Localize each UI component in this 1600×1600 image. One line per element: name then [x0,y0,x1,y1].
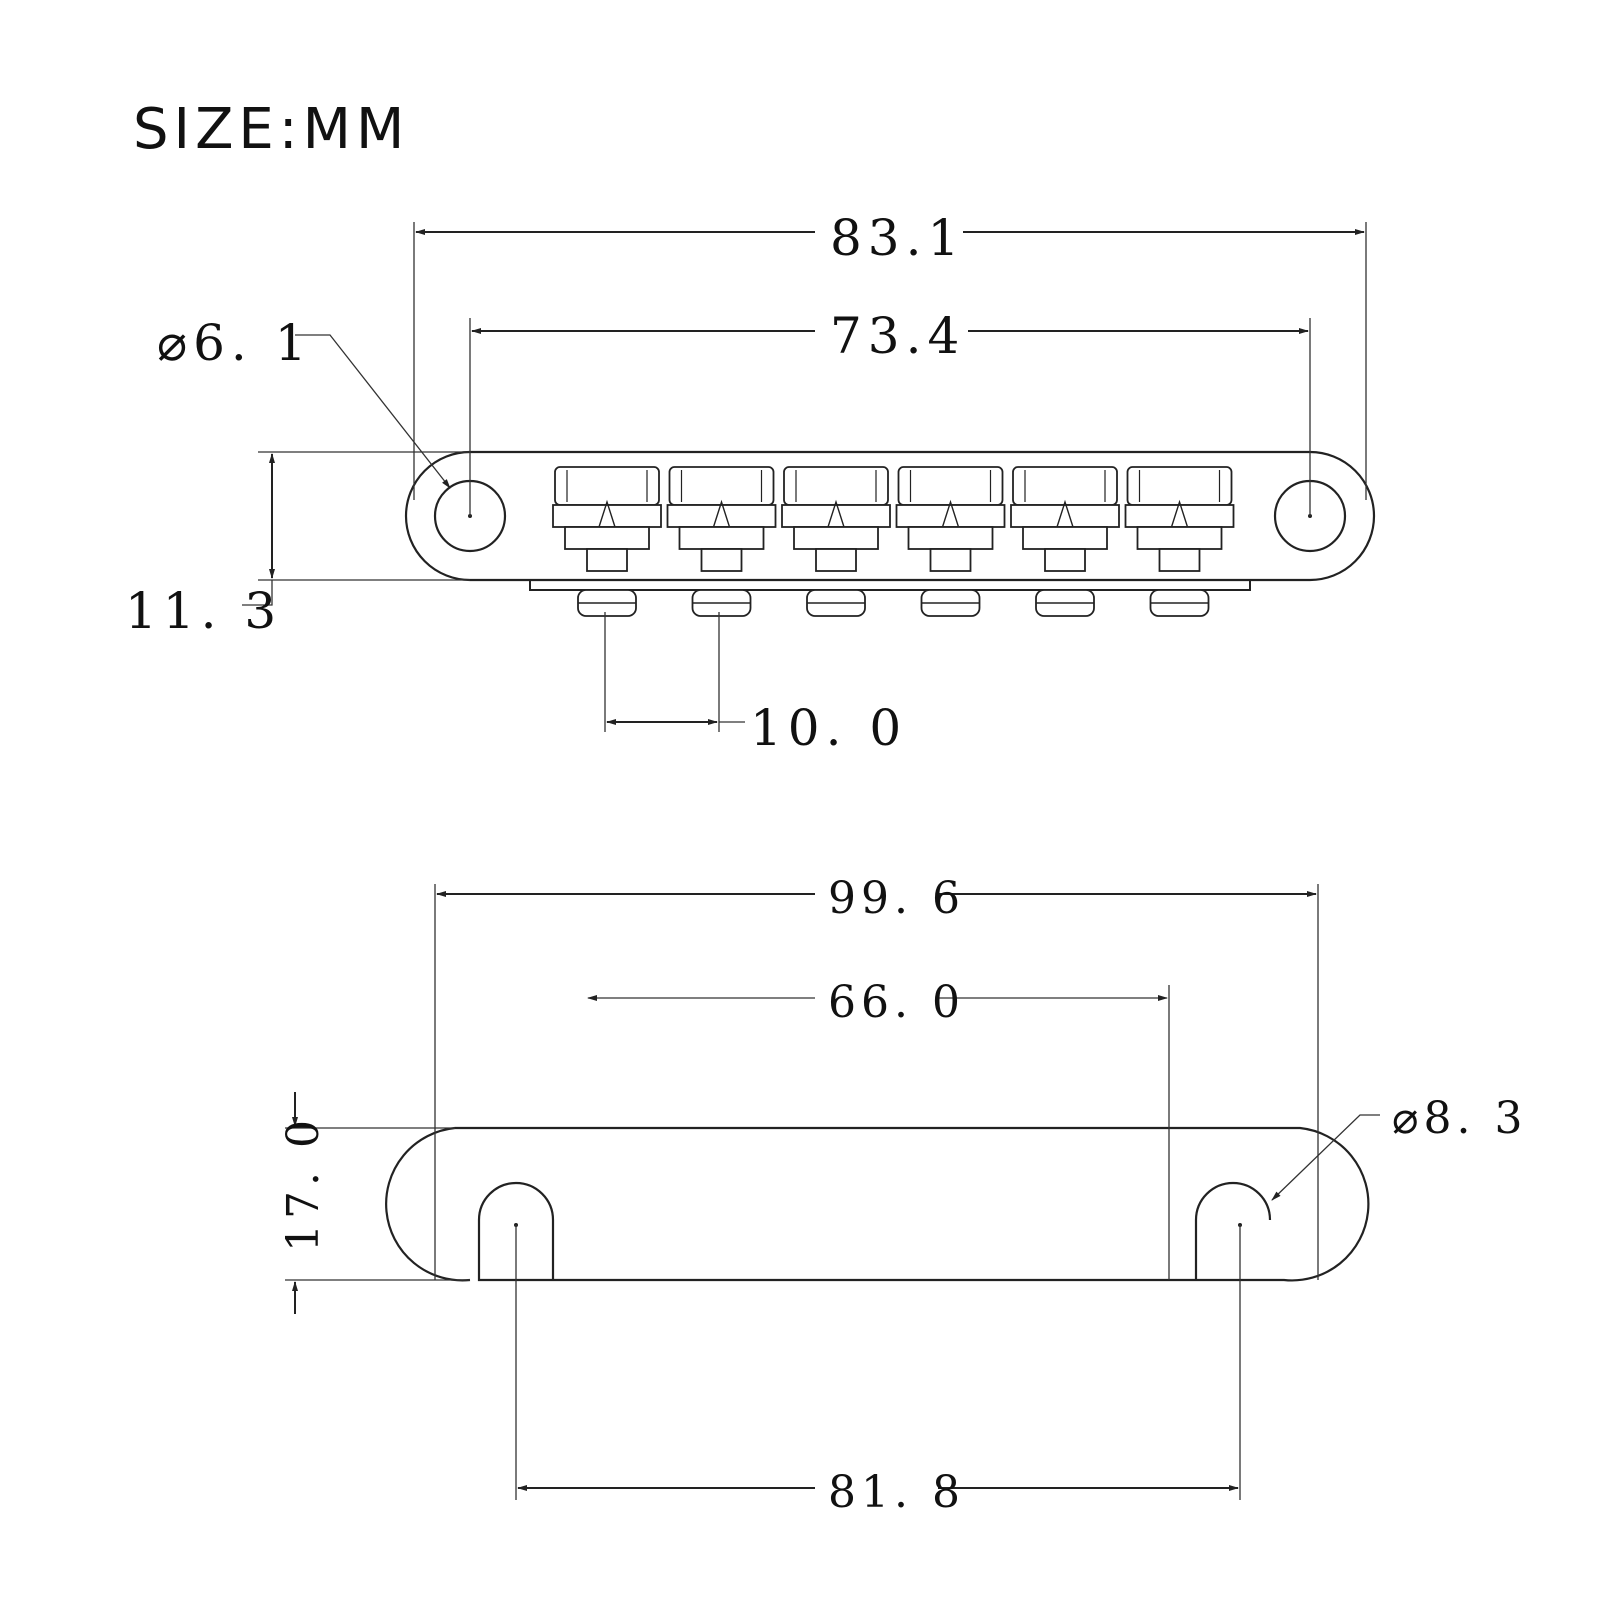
dim-post-spacing: 73.4 [830,307,965,365]
saddle-4-base [907,526,994,550]
dim-inner-length: 66. 0 [828,977,965,1028]
leader-slot-diameter [1271,1114,1380,1201]
leader-post-hole [295,334,451,489]
saddle-6-body [1124,504,1235,528]
saddle-5-top [1012,466,1118,506]
dim-saddle-spacing: 10. 0 [750,699,907,757]
saddle-3-stem [815,548,857,572]
saddle-4-body [895,504,1006,528]
saddle-1-body [552,504,662,528]
dim-overall-length-bottom: 99. 6 [828,873,965,924]
saddle-3-top [783,466,889,506]
saddle-4-top [897,466,1004,506]
bridge-bottom-body [385,1126,1370,1282]
leader-height [242,580,273,606]
saddle-6-notch [1170,499,1189,528]
saddle-5-notch [1056,499,1074,528]
dim-height: 11. 3 [125,582,282,640]
saddle-2-top [668,466,775,506]
saddle-2-body [666,504,777,528]
saddle-3-notch [827,499,845,528]
saddle-6-stem [1158,548,1201,572]
top-view: 83.1 73.4 ⌀6. 1 11. 3 10. 0 [125,209,1376,757]
dim-slot-diameter: ⌀8. 3 [1392,1093,1527,1144]
saddle-1-base [564,526,650,550]
saddle-5-base [1022,526,1108,550]
bridge-base-plate [529,580,1251,591]
bottom-view: 99. 6 66. 0 ⌀8. 3 17. 0 81. 8 [278,873,1527,1518]
saddle-3-base [793,526,879,550]
saddle-1-top [554,466,660,506]
dim-depth: 17. 0 [278,1115,329,1252]
saddle-2-stem [700,548,743,572]
saddle-3-body [781,504,891,528]
dim-slot-spacing: 81. 8 [828,1467,965,1518]
size-unit-title: SIZE:MM [133,97,409,162]
saddle-4-stem [929,548,972,572]
saddle-6-base [1136,526,1223,550]
dim-post-hole-diameter: ⌀6. 1 [157,314,313,372]
dim-overall-length-top: 83.1 [830,209,965,267]
saddle-2-notch [712,499,731,528]
saddle-5-body [1010,504,1120,528]
saddle-5-stem [1044,548,1086,572]
saddle-1-stem [586,548,628,572]
saddle-6-top [1126,466,1233,506]
saddle-2-base [678,526,765,550]
saddles [552,466,1235,617]
saddle-1-notch [598,499,616,528]
saddle-4-notch [941,499,960,528]
